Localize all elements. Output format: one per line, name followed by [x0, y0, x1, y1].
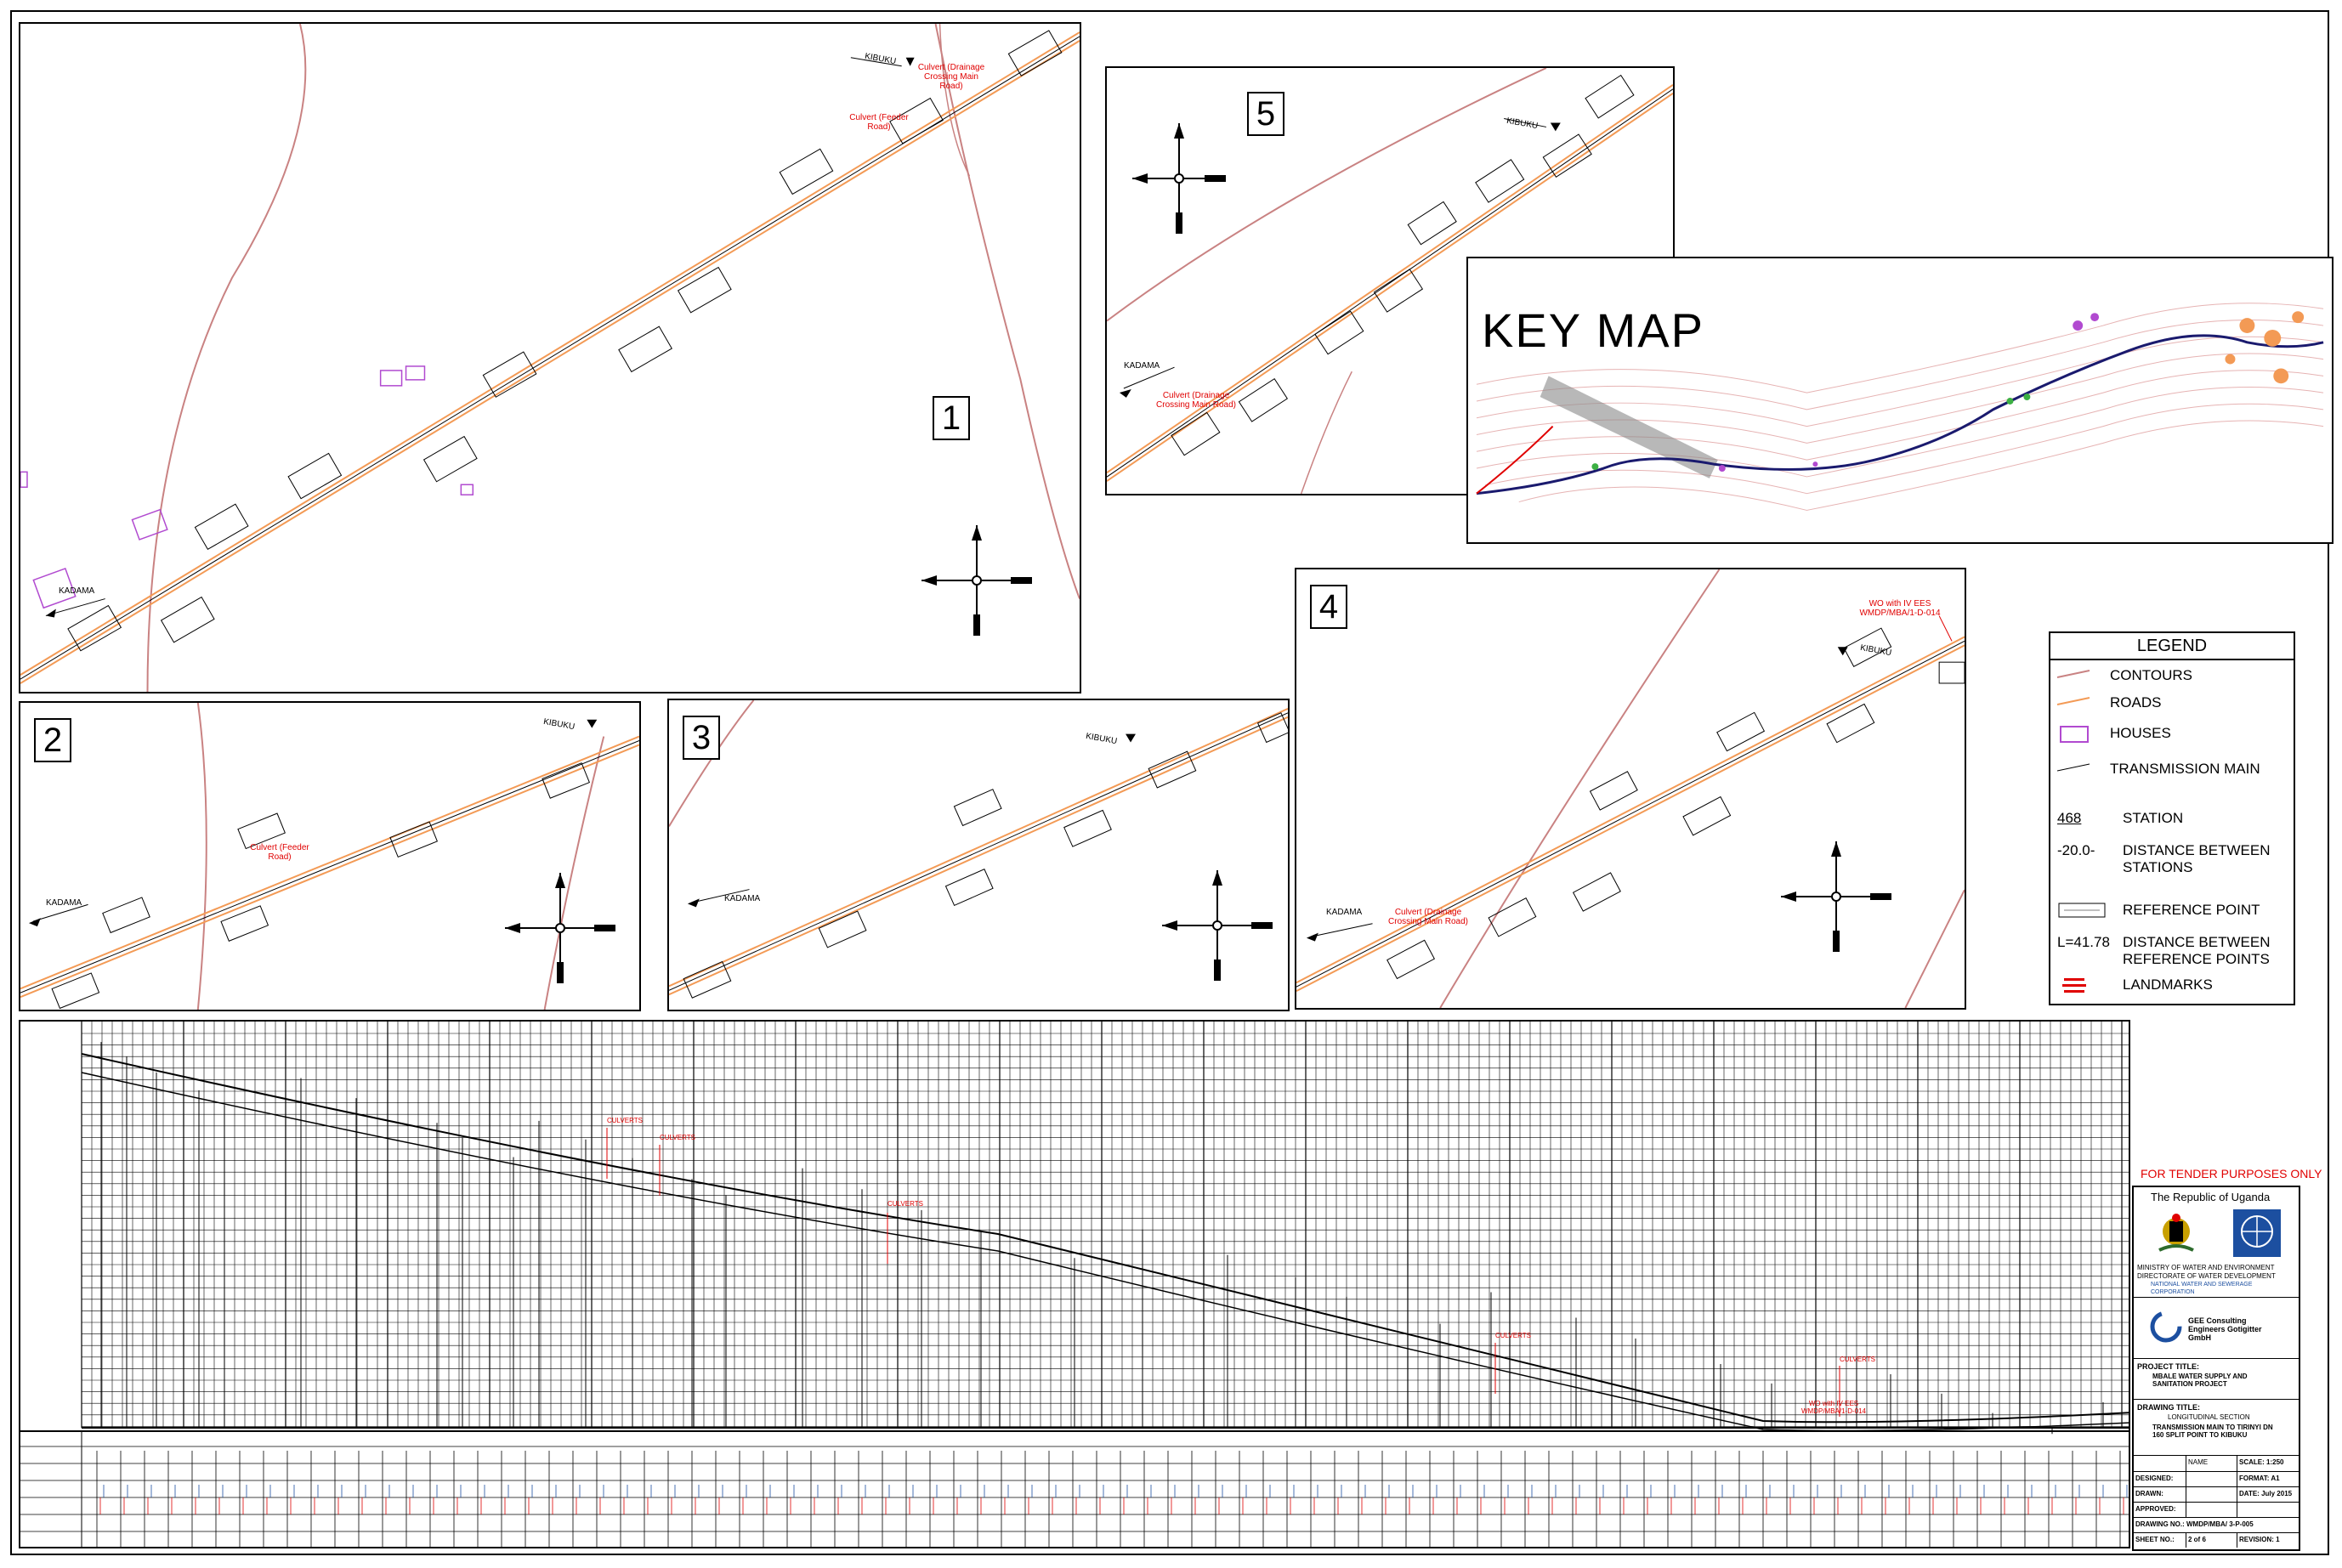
- coat-of-arms-icon: [2158, 1214, 2194, 1252]
- client-section: The Republic of Uganda MINISTRY OF WATER…: [2134, 1187, 2299, 1298]
- landmark-icon: [2062, 978, 2086, 993]
- legend-item: L=41.78 DISTANCE BETWEEN REFERENCE POINT…: [2057, 934, 2271, 967]
- tb-row-sheet: SHEET NO.: 2 of 6 REVISION: 1: [2134, 1532, 2299, 1548]
- project-title: MBALE WATER SUPPLY AND SANITATION PROJEC…: [2152, 1373, 2248, 1388]
- designed-label: DESIGNED:: [2134, 1472, 2186, 1486]
- panel-5-map: [1107, 68, 1673, 494]
- culvert-label: CULVERTS: [1840, 1356, 1875, 1363]
- drawing-title-label: DRAWING TITLE:: [2137, 1403, 2200, 1412]
- title-block: The Republic of Uganda MINISTRY OF WATER…: [2132, 1186, 2300, 1551]
- drawn-label: DRAWN:: [2134, 1487, 2186, 1502]
- legend: LEGEND CONTOURS ROADS HOUSES TRANSMISSIO…: [2049, 631, 2295, 1005]
- pipe-line: [81, 1072, 2129, 1432]
- landmark-note: Culvert (Feeder Road): [250, 843, 309, 862]
- north-arrow-icon: [1154, 862, 1281, 989]
- ground-line: [81, 1053, 2129, 1424]
- panel-number: 5: [1247, 92, 1284, 136]
- project-title-label: PROJECT TITLE:: [2137, 1362, 2200, 1371]
- drawing-number: DRAWING NO.: WMDP/MBA/ 3-P-005: [2135, 1520, 2254, 1528]
- north-arrow-icon: [913, 517, 1041, 644]
- town-label-left: KADAMA: [59, 586, 95, 596]
- drawing-title-line-1: LONGITUDINAL SECTION: [2168, 1413, 2250, 1421]
- town-label-left: KADAMA: [1124, 361, 1160, 371]
- landmark-note: Culvert (Drainage Crossing Main Road): [917, 63, 985, 91]
- landmark-note: Culvert (Drainage Crossing Main Road): [1388, 908, 1468, 926]
- legend-title: LEGEND: [2050, 633, 2294, 660]
- tb-row-designed: DESIGNED: FORMAT: A1: [2134, 1471, 2299, 1486]
- tb-row-name: NAME SCALE: 1:250: [2134, 1456, 2299, 1471]
- contour-line-icon: [2057, 670, 2090, 678]
- culvert-label: CULVERTS: [607, 1117, 643, 1124]
- revision-value: REVISION: 1: [2239, 1536, 2280, 1543]
- north-arrow-icon: [496, 864, 624, 992]
- key-map-drawing: [1476, 303, 2324, 511]
- landmark-note: Culvert (Drainage Crossing Main Road): [1156, 391, 1236, 410]
- town-label-left: KADAMA: [724, 894, 761, 903]
- key-map: KEY MAP: [1466, 257, 2333, 544]
- date-value: DATE: July 2015: [2239, 1490, 2293, 1497]
- plan-panel-3: KADAMA KIBUKU 3: [667, 699, 1290, 1011]
- culvert-label: CULVERTS: [887, 1200, 923, 1208]
- house-icon: [2060, 726, 2089, 743]
- drawing-sheet: [10, 10, 2329, 1555]
- name-header: NAME: [2186, 1456, 2237, 1471]
- panel-number: 3: [683, 716, 720, 760]
- project-title-section: PROJECT TITLE: MBALE WATER SUPPLY AND SA…: [2134, 1359, 2299, 1400]
- profile-drawing: [20, 1022, 2129, 1547]
- drawing-title-section: DRAWING TITLE: LONGITUDINAL SECTION TRAN…: [2134, 1400, 2299, 1456]
- directorate-text: DIRECTORATE OF WATER DEVELOPMENT: [2137, 1272, 2276, 1280]
- reference-point-icon: [2058, 903, 2106, 918]
- approved-label: APPROVED:: [2134, 1503, 2186, 1517]
- town-label-left: KADAMA: [1326, 908, 1363, 917]
- sheet-no-label: SHEET NO.:: [2134, 1533, 2186, 1548]
- transmission-main-icon: [2057, 763, 2090, 772]
- landmark-note: Culvert (Feeder Road): [849, 113, 909, 132]
- wo-label: WO with IV EES WMDP/MBA/1-D-014: [1800, 1400, 1866, 1415]
- plan-panel-4: KADAMA KIBUKU Culvert (Drainage Crossing…: [1295, 568, 1966, 1010]
- north-arrow-icon: [1124, 115, 1234, 242]
- key-map-title: KEY MAP: [1482, 303, 1704, 357]
- republic-text: The Republic of Uganda: [2151, 1191, 2271, 1203]
- tb-row-drawing-no: DRAWING NO.: WMDP/MBA/ 3-P-005: [2134, 1517, 2299, 1532]
- tender-note: FOR TENDER PURPOSES ONLY: [2141, 1167, 2322, 1180]
- consultant-logo-icon: [2150, 1310, 2182, 1343]
- town-label-left: KADAMA: [46, 898, 82, 908]
- culvert-label: CULVERTS: [1495, 1332, 1531, 1339]
- panel-number: 1: [933, 396, 970, 440]
- panel-3-map: [669, 700, 1288, 999]
- tb-row-drawn: DRAWN: DATE: July 2015: [2134, 1486, 2299, 1502]
- panel-4-map: [1296, 569, 1965, 1008]
- culvert-label: CULVERTS: [660, 1134, 695, 1141]
- legend-item: TRANSMISSION MAIN: [2050, 761, 2294, 798]
- consultant-section: GEE Consulting Engineers Gotigitter GmbH: [2134, 1298, 2299, 1359]
- panel-1-map: [20, 24, 1080, 692]
- format-value: FORMAT: A1: [2239, 1475, 2280, 1482]
- ministry-text: MINISTRY OF WATER AND ENVIRONMENT: [2137, 1264, 2275, 1271]
- panel-2-map: [20, 703, 639, 1010]
- tb-row-approved: APPROVED:: [2134, 1502, 2299, 1517]
- road-line-icon: [2057, 697, 2090, 705]
- scale-value: SCALE: 1:250: [2239, 1458, 2284, 1466]
- panel-number: 4: [1310, 585, 1347, 629]
- consultant-text: GEE Consulting Engineers Gotigitter GmbH: [2188, 1316, 2262, 1342]
- panel-number: 2: [34, 718, 71, 762]
- longitudinal-profile: CULVERTS CULVERTS CULVERTS CULVERTS CULV…: [19, 1020, 2130, 1548]
- sheet-no-value: 2 of 6: [2186, 1533, 2237, 1548]
- north-arrow-icon: [1772, 833, 1900, 960]
- drawing-title-line-2: TRANSMISSION MAIN TO TIRINYI DN 160 SPLI…: [2152, 1424, 2273, 1439]
- plan-panel-2: KADAMA KIBUKU Culvert (Feeder Road) 2: [19, 701, 641, 1011]
- world-bank-logo-icon: [2233, 1209, 2281, 1257]
- legend-item: -20.0- DISTANCE BETWEEN STATIONS: [2057, 842, 2271, 875]
- plan-panel-1: KADAMA KIBUKU Culvert (Drainage Crossing…: [19, 22, 1081, 693]
- landmark-note: WO with IV EES WMDP/MBA/1-D-014: [1859, 599, 1941, 618]
- corporation-text: NATIONAL WATER AND SEWERAGE CORPORATION: [2151, 1282, 2253, 1295]
